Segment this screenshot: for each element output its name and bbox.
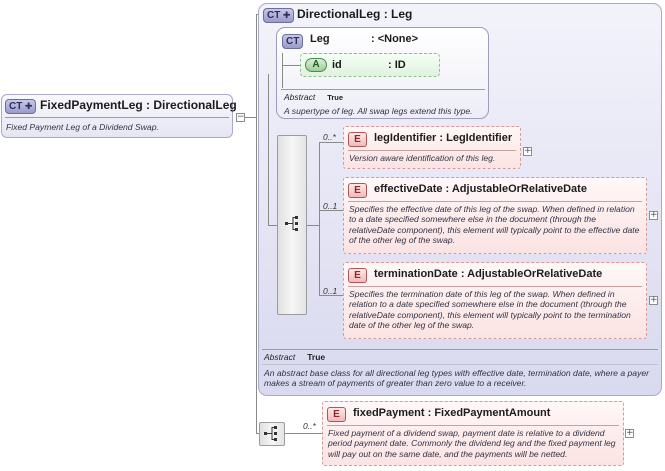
occurrence-label: 0..*	[303, 421, 316, 431]
root-name: FixedPaymentLeg	[40, 98, 143, 112]
element-type: : FixedPaymentAmount	[427, 407, 551, 419]
fixed-payment-leg-type	[1, 94, 233, 138]
connector-trunk	[256, 14, 257, 434]
element-leg-identifier[interactable]: E legIdentifier : LegIdentifier Version …	[343, 126, 521, 169]
directional-leg-description: An abstract base class for all direction…	[264, 368, 650, 389]
complex-type-icon: CT	[282, 34, 304, 49]
leg-name: Leg	[310, 33, 330, 45]
leg-separator	[281, 89, 485, 90]
directional-leg-separator	[262, 349, 658, 350]
sequence-icon	[264, 426, 277, 441]
element-fixed-payment[interactable]: E fixedPayment : FixedPaymentAmount Fixe…	[322, 401, 624, 466]
element-icon: E	[348, 183, 367, 198]
element-termination-date[interactable]: E terminationDate : AdjustableOrRelative…	[343, 262, 647, 339]
element-name: fixedPayment	[353, 407, 425, 419]
connector-leg-attr	[282, 53, 283, 88]
element-description: Version aware identification of this leg…	[349, 153, 496, 163]
complex-type-icon: CT ✚	[263, 8, 295, 23]
element-description: Specifies the termination date of this l…	[349, 289, 631, 330]
connector-to-fixed-payment	[285, 433, 322, 434]
expand-icon[interactable]: +	[523, 146, 532, 156]
occurrence-label: 0..*	[323, 132, 336, 142]
element-separator	[348, 286, 642, 287]
connector-branch-1	[319, 142, 343, 143]
connector-seq-right	[307, 225, 320, 226]
element-type: : AdjustableOrRelativeDate	[445, 183, 587, 195]
root-title: FixedPaymentLeg : DirectionalLeg	[40, 98, 237, 112]
element-description: Specifies the effective date of this leg…	[349, 204, 640, 245]
element-icon: E	[327, 407, 346, 422]
directional-leg-separator	[262, 364, 658, 365]
connector-root-to-tree	[245, 117, 257, 118]
collapse-icon[interactable]: −	[236, 112, 245, 122]
element-name: terminationDate	[374, 268, 458, 280]
connector-seq-branch	[319, 142, 320, 296]
directional-leg-title: DirectionalLeg : Leg	[297, 7, 412, 21]
leg-title: Leg	[310, 33, 330, 45]
complex-type-icon: CT ✚	[5, 99, 37, 114]
element-separator	[327, 425, 619, 426]
element-type: : LegIdentifier	[439, 132, 513, 144]
element-title: fixedPayment : FixedPaymentAmount	[353, 407, 550, 419]
attribute-icon: A	[305, 58, 327, 72]
connector-seq-left-h	[268, 225, 278, 226]
occurrence-label: 0..1	[323, 201, 338, 211]
connector-leg-attr-h	[282, 65, 300, 66]
element-icon: E	[348, 268, 367, 283]
expand-icon[interactable]: +	[625, 428, 634, 438]
leg-description: A supertype of leg. All swap legs extend…	[284, 106, 473, 116]
expand-icon[interactable]: +	[649, 210, 658, 220]
directional-leg-base-type: : Leg	[383, 7, 413, 21]
element-name: effectiveDate	[374, 183, 443, 195]
connector-branch-2	[319, 210, 343, 211]
element-effective-date[interactable]: E effectiveDate : AdjustableOrRelativeDa…	[343, 177, 647, 254]
connector-to-sequence-2	[256, 433, 259, 434]
sequence-compositor[interactable]	[277, 135, 307, 315]
leg-base-type: : <None>	[371, 33, 419, 45]
connector-seq-left	[268, 74, 269, 225]
sequence-icon	[285, 216, 298, 231]
element-title: terminationDate : AdjustableOrRelativeDa…	[374, 268, 602, 280]
element-separator	[348, 150, 516, 151]
attribute-name: id	[332, 59, 342, 71]
element-icon: E	[348, 132, 367, 147]
occurrence-label: 0..1	[323, 286, 338, 296]
attribute-id: A id : ID	[300, 53, 440, 77]
element-type: : AdjustableOrRelativeDate	[460, 268, 603, 280]
attribute-type: : ID	[388, 59, 406, 71]
directional-leg-name: DirectionalLeg	[297, 7, 381, 21]
element-title: effectiveDate : AdjustableOrRelativeDate	[374, 183, 587, 195]
element-separator	[348, 201, 642, 202]
root-description: Fixed Payment Leg of a Dividend Swap.	[6, 122, 159, 132]
element-description: Fixed payment of a dividend swap, paymen…	[328, 428, 616, 459]
element-title: legIdentifier : LegIdentifier	[374, 132, 512, 144]
root-separator	[5, 117, 229, 118]
connector-branch-3	[319, 295, 343, 296]
element-name: legIdentifier	[374, 132, 437, 144]
expand-icon[interactable]: +	[649, 295, 658, 305]
root-base-type: : DirectionalLeg	[146, 98, 237, 112]
